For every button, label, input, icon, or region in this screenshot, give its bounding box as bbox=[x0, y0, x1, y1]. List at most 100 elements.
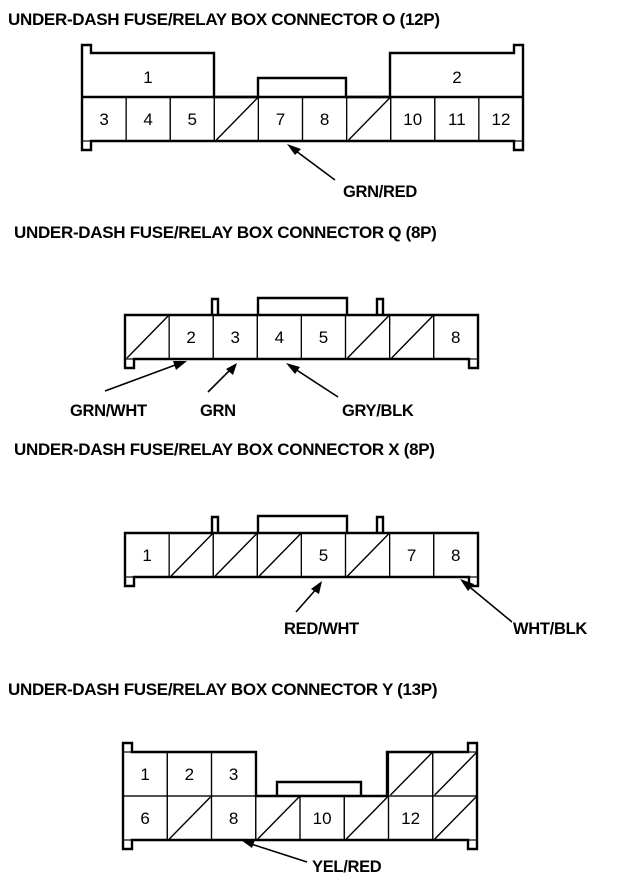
pin-cell: 8 bbox=[301, 96, 348, 142]
pin-7: 7 bbox=[276, 110, 285, 129]
wire-label-grn-wht: GRN/WHT bbox=[70, 402, 147, 420]
empty-cavity bbox=[256, 532, 302, 578]
connector-o-title: UNDER-DASH FUSE/RELAY BOX CONNECTOR O (1… bbox=[8, 10, 440, 29]
pin-cell: 12 bbox=[387, 795, 434, 841]
pin-cell: 3 bbox=[81, 96, 127, 142]
connector-q-title: UNDER-DASH FUSE/RELAY BOX CONNECTOR Q (8… bbox=[14, 223, 437, 242]
connector-y-title: UNDER-DASH FUSE/RELAY BOX CONNECTOR Y (1… bbox=[8, 680, 437, 699]
pin-cell: 11 bbox=[434, 96, 480, 142]
pin-5: 5 bbox=[188, 110, 197, 129]
arrow-head-icon bbox=[226, 363, 237, 375]
wire-label-grn-red: GRN/RED bbox=[343, 183, 417, 201]
empty-cavity bbox=[343, 795, 390, 841]
pin-1: 1 bbox=[142, 546, 151, 565]
pin-3: 3 bbox=[99, 110, 108, 129]
hatch-mark bbox=[214, 533, 257, 577]
pin-2: 2 bbox=[186, 328, 195, 347]
hatch-mark bbox=[346, 533, 390, 577]
pin-4: 4 bbox=[143, 110, 152, 129]
empty-cavity bbox=[432, 751, 478, 797]
hatch-mark bbox=[126, 315, 169, 359]
pin-cell: 10 bbox=[390, 96, 436, 142]
pin-cell: 5 bbox=[300, 532, 347, 578]
connector-q: 2 3 4 5 8 GRN/WHT GRN GRY/BLK bbox=[70, 296, 480, 420]
hatch-mark bbox=[390, 752, 433, 796]
pin-1: 1 bbox=[140, 765, 149, 784]
empty-cavity bbox=[344, 314, 391, 360]
pin-11: 11 bbox=[448, 110, 466, 129]
pin-cell: 3 bbox=[210, 751, 257, 797]
pin-12: 12 bbox=[491, 110, 510, 129]
pin-3: 3 bbox=[231, 328, 240, 347]
pin-2: 2 bbox=[185, 765, 194, 784]
pin-cell: 8 bbox=[433, 314, 479, 360]
wire-label-wht-blk: WHT/BLK bbox=[513, 620, 587, 638]
hatch-mark bbox=[168, 796, 211, 840]
arrow-head-icon bbox=[287, 144, 301, 155]
hatch-mark bbox=[348, 97, 391, 141]
empty-cavity bbox=[213, 96, 260, 142]
pin-8: 8 bbox=[229, 809, 238, 828]
connector-x: 1 5 7 8 RED/WHT WHT/BLK bbox=[123, 514, 588, 638]
hatch-mark bbox=[434, 796, 477, 840]
pin-cell: 7 bbox=[389, 532, 435, 578]
pin-4: 4 bbox=[275, 328, 284, 347]
arrow-head-icon bbox=[460, 579, 474, 591]
pin-7: 7 bbox=[407, 546, 416, 565]
pin-cell: 1 bbox=[122, 751, 168, 797]
pin-cell: 1 bbox=[124, 532, 170, 578]
pin-cell: 4 bbox=[256, 314, 302, 360]
pin-3: 3 bbox=[229, 765, 238, 784]
arrow-head-icon bbox=[286, 363, 300, 374]
wire-label-gry-blk: GRY/BLK bbox=[342, 402, 414, 420]
hatch-mark bbox=[170, 533, 213, 577]
arrow-head-icon bbox=[241, 840, 255, 848]
pin-1: 1 bbox=[143, 68, 152, 87]
pin-cell: 6 bbox=[122, 795, 168, 841]
pin-10: 10 bbox=[313, 809, 332, 828]
empty-cavity bbox=[432, 795, 478, 841]
wire-label-red-wht: RED/WHT bbox=[284, 620, 359, 638]
arrow-head-icon bbox=[173, 361, 187, 370]
pin-2: 2 bbox=[452, 68, 461, 87]
pin-cell: 2 bbox=[166, 751, 213, 797]
pin-cell: 2 bbox=[168, 314, 214, 360]
pin-cell: 8 bbox=[210, 795, 257, 841]
hatch-mark bbox=[434, 752, 477, 796]
empty-cavity bbox=[166, 795, 213, 841]
pin-6: 6 bbox=[140, 809, 149, 828]
pin-cell: 10 bbox=[299, 795, 345, 841]
hatch-mark bbox=[391, 315, 434, 359]
wire-label-yel-red: YEL/RED bbox=[312, 858, 382, 876]
pin-12: 12 bbox=[401, 809, 420, 828]
pin-cell: 12 bbox=[478, 96, 524, 142]
pin-cell: 4 bbox=[125, 96, 171, 142]
arrow-head-icon bbox=[311, 581, 322, 594]
empty-cavity bbox=[168, 532, 214, 578]
hatch-mark bbox=[346, 315, 390, 359]
empty-cavity bbox=[389, 314, 435, 360]
pin-cell: 8 bbox=[433, 532, 479, 578]
connector-x-title: UNDER-DASH FUSE/RELAY BOX CONNECTOR X (8… bbox=[14, 440, 435, 459]
empty-cavity bbox=[346, 96, 392, 142]
hatch-mark bbox=[215, 97, 258, 141]
pin-10: 10 bbox=[403, 110, 422, 129]
empty-cavity bbox=[344, 532, 391, 578]
connector-o: 1 2 3 4 5 7 8 10 11 12 GRN/RED bbox=[80, 43, 525, 201]
pin-8: 8 bbox=[320, 110, 329, 129]
pin-5: 5 bbox=[319, 328, 328, 347]
empty-cavity bbox=[387, 751, 434, 797]
empty-cavity bbox=[124, 314, 170, 360]
wire-label-grn: GRN bbox=[200, 402, 236, 420]
pin-cell: 7 bbox=[257, 96, 304, 142]
empty-cavity bbox=[255, 795, 301, 841]
pin-8: 8 bbox=[451, 546, 460, 565]
pin-cell: 5 bbox=[300, 314, 347, 360]
hatch-mark bbox=[345, 796, 388, 840]
hatch-mark bbox=[258, 533, 301, 577]
pin-8: 8 bbox=[451, 328, 460, 347]
empty-cavity bbox=[212, 532, 258, 578]
pin-cell: 3 bbox=[212, 314, 258, 360]
